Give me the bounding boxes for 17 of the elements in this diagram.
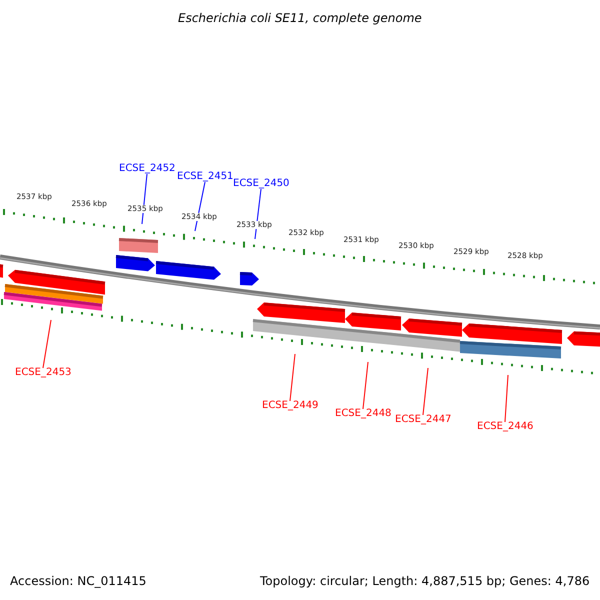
gene-label: ECSE_2451: [177, 172, 234, 182]
leader-line: [42, 320, 52, 368]
gene-label: ECSE_2448: [335, 409, 392, 419]
leader-line: [504, 374, 508, 422]
gene-label: ECSE_2446: [477, 422, 534, 432]
leader-line: [362, 362, 368, 410]
gene-label: ECSE_2447: [395, 415, 452, 425]
title: Escherichia coli SE11, complete genome: [178, 12, 422, 24]
footer-text: Topology: circular; Length: 4,887,515 bp; Genes: 4,786: [260, 575, 590, 587]
leader-line: [142, 174, 148, 224]
gene-label: ECSE_2450: [233, 179, 290, 189]
gene-label: ECSE_2453: [15, 368, 72, 378]
gene-label: ECSE_2449: [262, 401, 318, 411]
leader-line: [290, 354, 296, 402]
footer-text: Accession: NC_011415: [10, 575, 146, 587]
gene-label: ECSE_2452: [119, 164, 176, 174]
leader-line: [422, 368, 428, 416]
